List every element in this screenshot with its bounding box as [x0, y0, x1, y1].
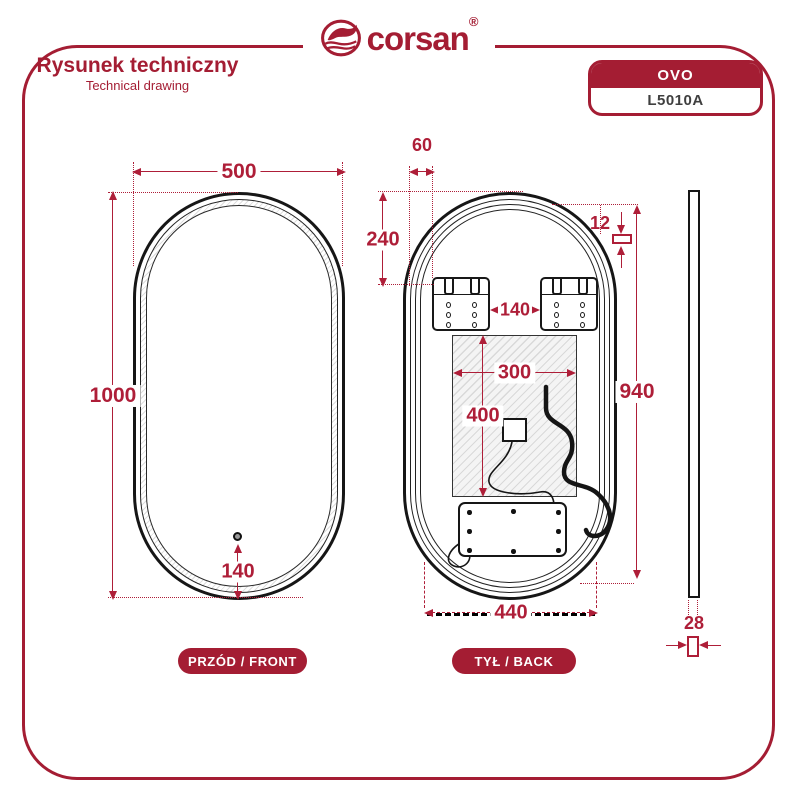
ext-line	[133, 162, 134, 266]
dim-sensor-offset: 140	[219, 544, 257, 600]
title-block: Rysunek techniczny Technical drawing	[30, 54, 245, 93]
front-view-label: PRZÓD / FRONT	[178, 648, 307, 674]
model-badge: OVO L5010A	[588, 60, 763, 116]
dim-bracket-top-offset: 240	[362, 192, 404, 287]
ext-line	[424, 562, 425, 608]
brand-logo: corsan ®	[303, 12, 495, 64]
dim-hanger-thickness: 12	[590, 213, 611, 233]
hanger-plate	[612, 234, 632, 244]
ext-line	[409, 166, 410, 286]
series-name: OVO	[591, 63, 760, 88]
hook-slot	[552, 277, 562, 295]
dim-heater-height: 400	[462, 335, 504, 497]
hook-slot	[578, 277, 588, 295]
ext-line	[596, 562, 597, 608]
page-title-pl: Rysunek techniczny	[36, 54, 239, 77]
ext-line	[552, 204, 638, 205]
wave-logo-icon	[320, 18, 362, 58]
dim-bracket-gap: 140	[490, 300, 540, 320]
dim-heater-width: 300	[453, 362, 576, 384]
ext-line	[580, 583, 634, 584]
ext-line	[688, 600, 689, 615]
dim-bracket-side-offset: 60	[409, 136, 435, 180]
dim-mount-span-height: 940	[615, 205, 659, 579]
registered-mark: ®	[468, 14, 479, 29]
junction-box	[502, 418, 527, 442]
model-number: L5010A	[647, 92, 704, 109]
ext-line	[432, 166, 433, 278]
ext-line	[697, 600, 698, 615]
page-title-en: Technical drawing	[85, 78, 190, 94]
brand-name: corsan	[366, 19, 470, 57]
dim-depth: 28	[683, 613, 705, 633]
hook-slot	[470, 277, 480, 295]
mounting-bracket-right	[540, 277, 598, 331]
ext-line	[378, 191, 523, 192]
side-view-profile	[688, 190, 700, 598]
depth-marker	[687, 636, 699, 657]
hook-slot	[444, 277, 454, 295]
dim-bottom-width: 440	[424, 602, 598, 624]
front-view-mirror	[133, 192, 345, 600]
dim-front-height: 1000	[85, 191, 141, 600]
ext-line	[108, 597, 303, 598]
ext-line	[600, 205, 601, 234]
ext-line	[378, 284, 434, 285]
ext-line	[342, 162, 343, 266]
front-mirror-surface	[146, 205, 332, 587]
dim-front-width: 500	[132, 160, 346, 184]
ext-line	[108, 192, 238, 193]
back-view-label: TYŁ / BACK	[452, 648, 576, 674]
mounting-bracket-left	[432, 277, 490, 331]
touch-sensor-dot	[233, 532, 242, 541]
led-driver-box	[458, 502, 567, 557]
